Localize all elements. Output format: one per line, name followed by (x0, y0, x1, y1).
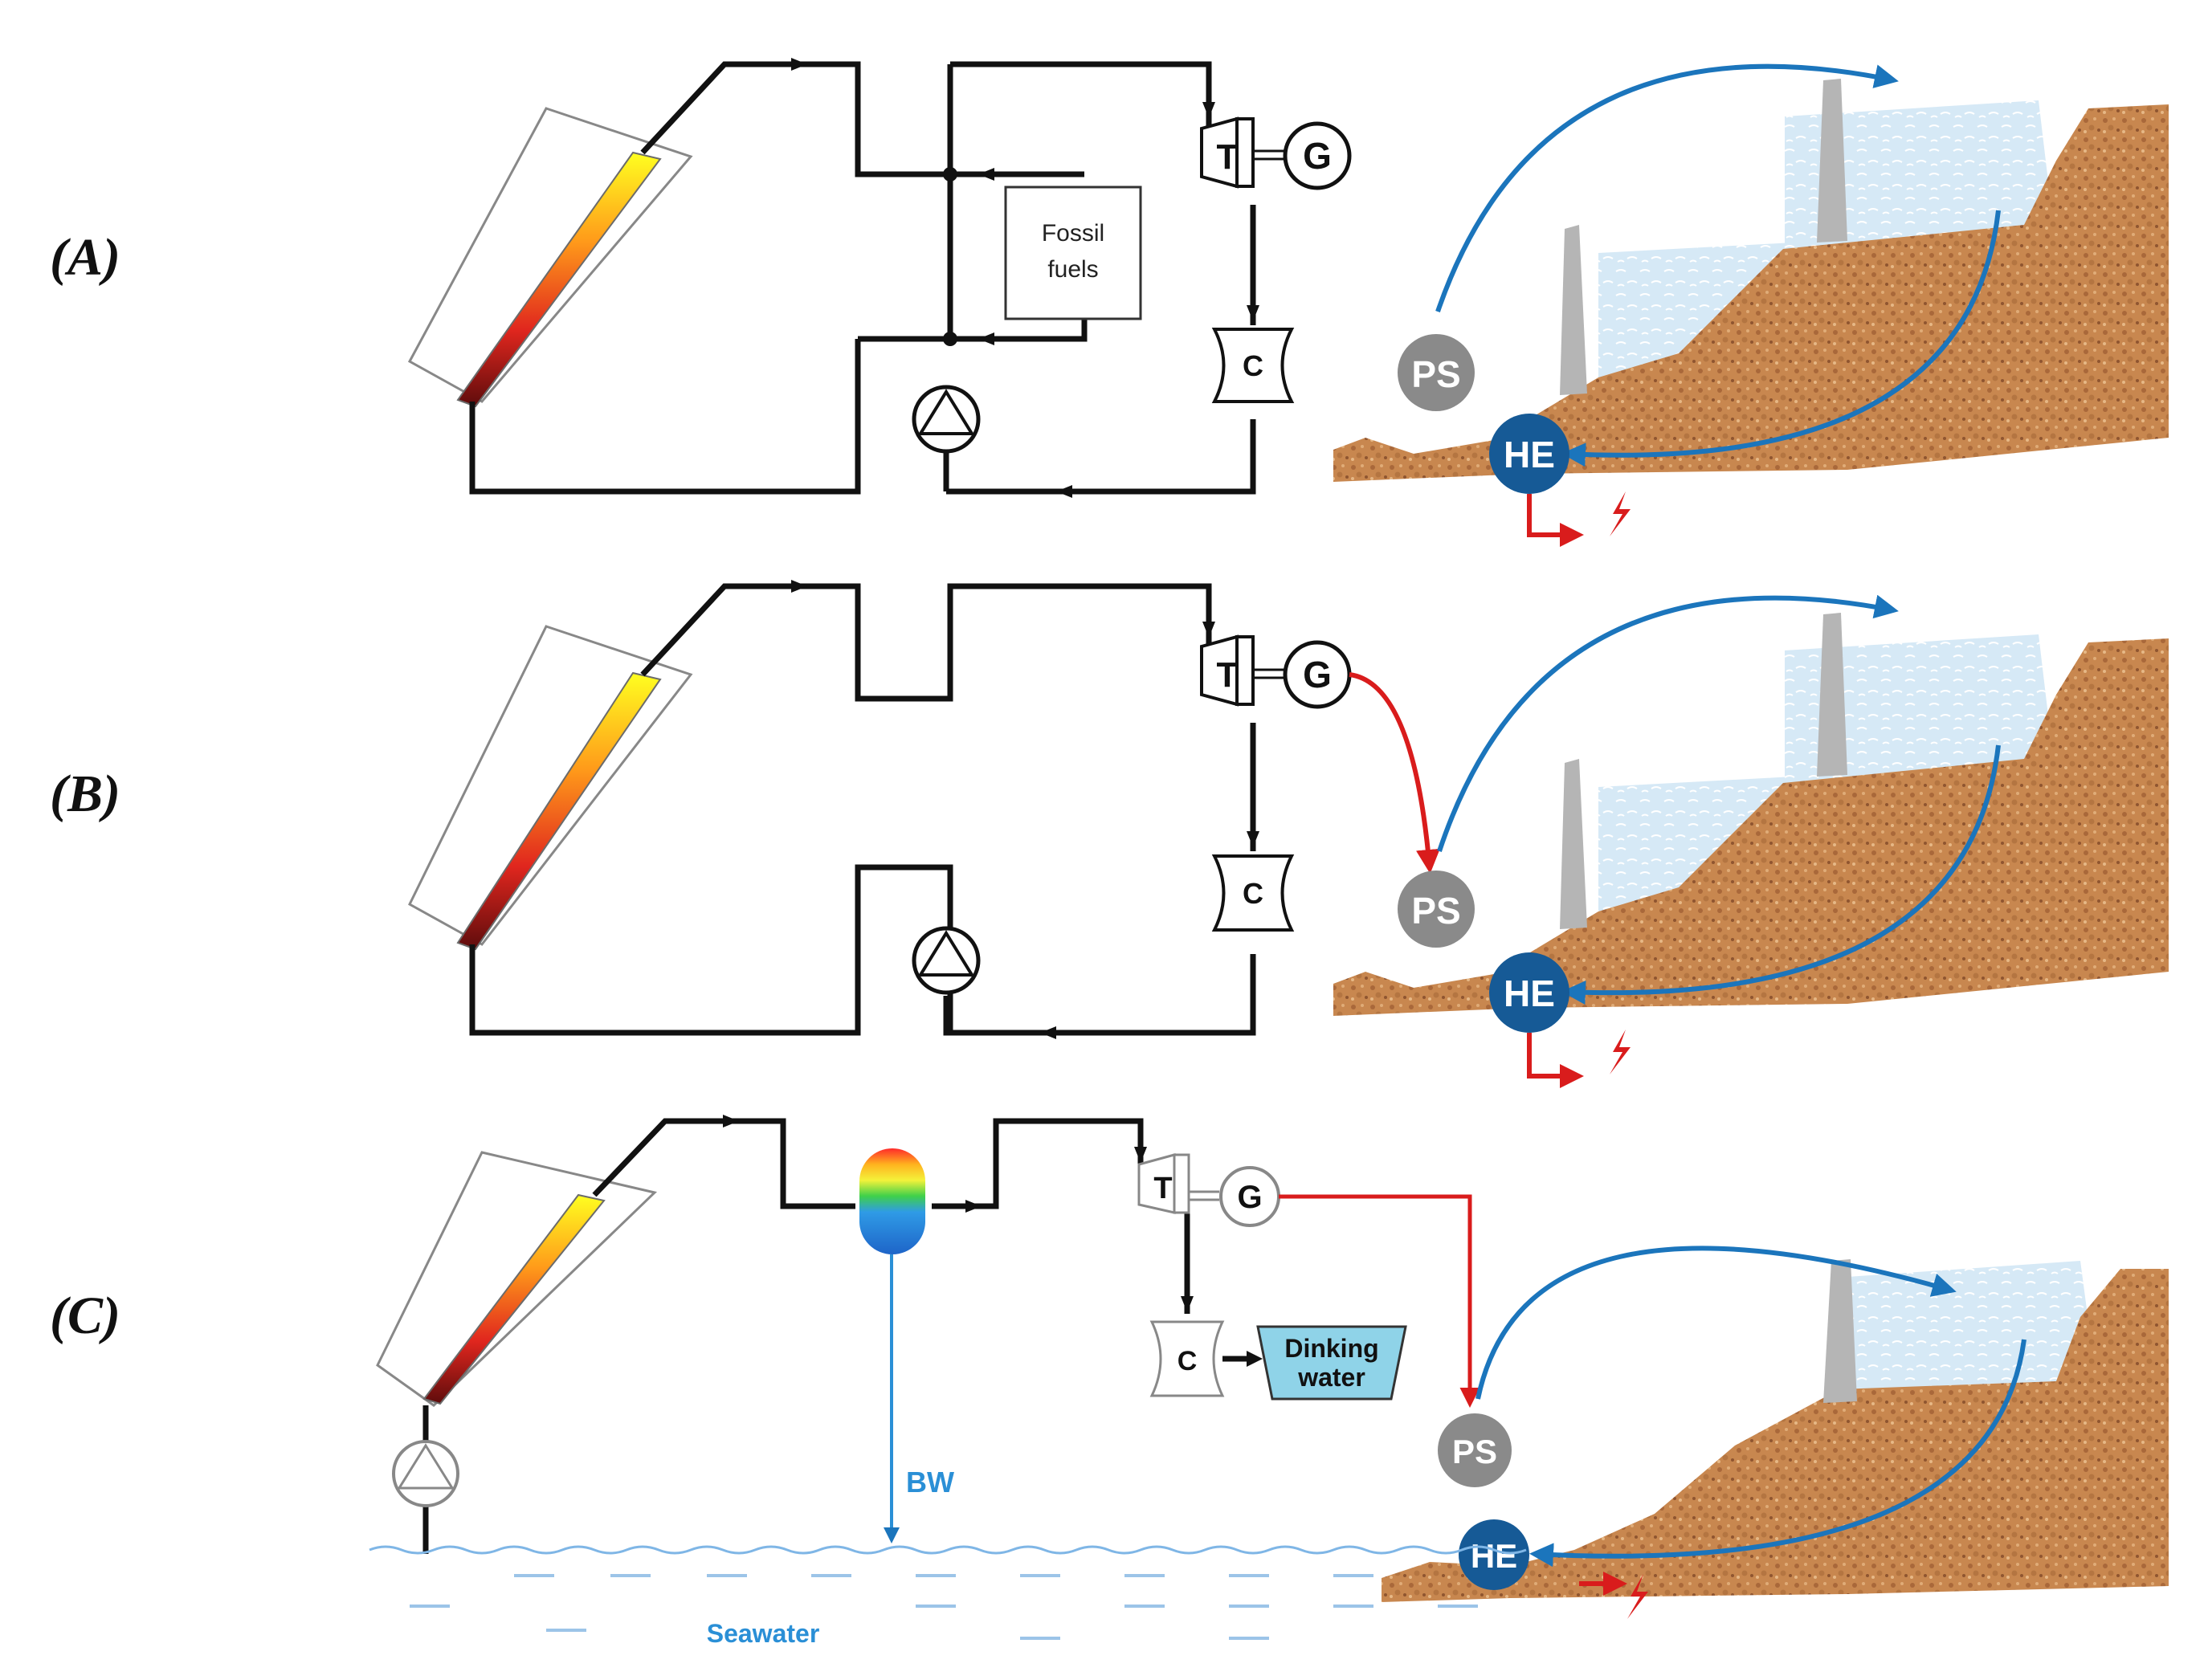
hydro-landscape (1382, 1259, 2169, 1602)
lightning-icon (1610, 491, 1631, 536)
panel-label-b: (B) (50, 765, 120, 823)
pump-icon (912, 926, 981, 995)
panel-b: (B) T G C (50, 580, 2169, 1088)
condenser-label-b: C (1243, 877, 1263, 910)
pump-icon (392, 1440, 459, 1507)
generator-icon (1283, 121, 1352, 190)
solar-collector-icon (376, 1151, 658, 1407)
drinking-water-box (1256, 1325, 1407, 1401)
drinking-water-line1: Dinking (1284, 1334, 1378, 1363)
panel-c: (C) BW T (50, 1115, 2169, 1648)
pump-station-c (1438, 1413, 1512, 1487)
seawater (369, 1545, 1527, 1640)
hydro-electric-b (1489, 952, 1569, 1033)
hydro-electric-label-a: HE (1504, 434, 1555, 475)
condenser-icon (1211, 328, 1295, 403)
pump-icon (912, 385, 981, 454)
fossil-fuels-line1: Fossil (1042, 220, 1104, 247)
pump-station-label-c: PS (1452, 1433, 1497, 1470)
panel-a: (A) Fossil fuels (50, 58, 2169, 547)
condenser-icon (1211, 854, 1295, 932)
condenser-label-c: C (1178, 1346, 1198, 1376)
separator-tank-icon (859, 1148, 925, 1254)
turbine-label-b: T (1217, 655, 1239, 695)
brine-water-label: BW (906, 1466, 954, 1499)
turbine-label-c: T (1153, 1172, 1172, 1205)
generator-label-c: G (1237, 1180, 1262, 1215)
panel-label-c: (C) (50, 1287, 120, 1345)
solar-collector-icon (408, 625, 693, 951)
hydro-landscape (1333, 613, 2169, 1016)
hydro-electric-label-b: HE (1504, 973, 1555, 1014)
panel-label-a: (A) (50, 228, 120, 287)
pump-station-label-a: PS (1411, 353, 1460, 395)
pump-station-label-b: PS (1411, 890, 1460, 932)
drinking-water-line2: water (1297, 1363, 1365, 1392)
hydro-landscape (1333, 79, 2169, 482)
hydro-electric-label-c: HE (1471, 1537, 1517, 1575)
turbine-icon (1137, 1153, 1190, 1214)
pump-station-a (1398, 334, 1475, 411)
hydro-electric-c (1459, 1519, 1529, 1590)
condenser-label: C (1243, 349, 1263, 382)
generator-label: G (1303, 135, 1332, 177)
solar-collector-icon (407, 107, 693, 408)
lightning-icon (1610, 1030, 1631, 1074)
turbine-icon (1200, 634, 1255, 707)
turbine-label: T (1217, 137, 1239, 177)
hydro-electric-a (1489, 414, 1569, 494)
pump-station-b (1398, 871, 1475, 948)
lightning-icon (1627, 1574, 1648, 1619)
fossil-fuels-box (1004, 186, 1142, 320)
fossil-fuels-line2: fuels (1047, 256, 1098, 283)
turbine-icon (1200, 116, 1255, 189)
condenser-icon (1149, 1320, 1225, 1397)
generator-label-b: G (1303, 654, 1332, 695)
seawater-label: Seawater (707, 1619, 820, 1648)
